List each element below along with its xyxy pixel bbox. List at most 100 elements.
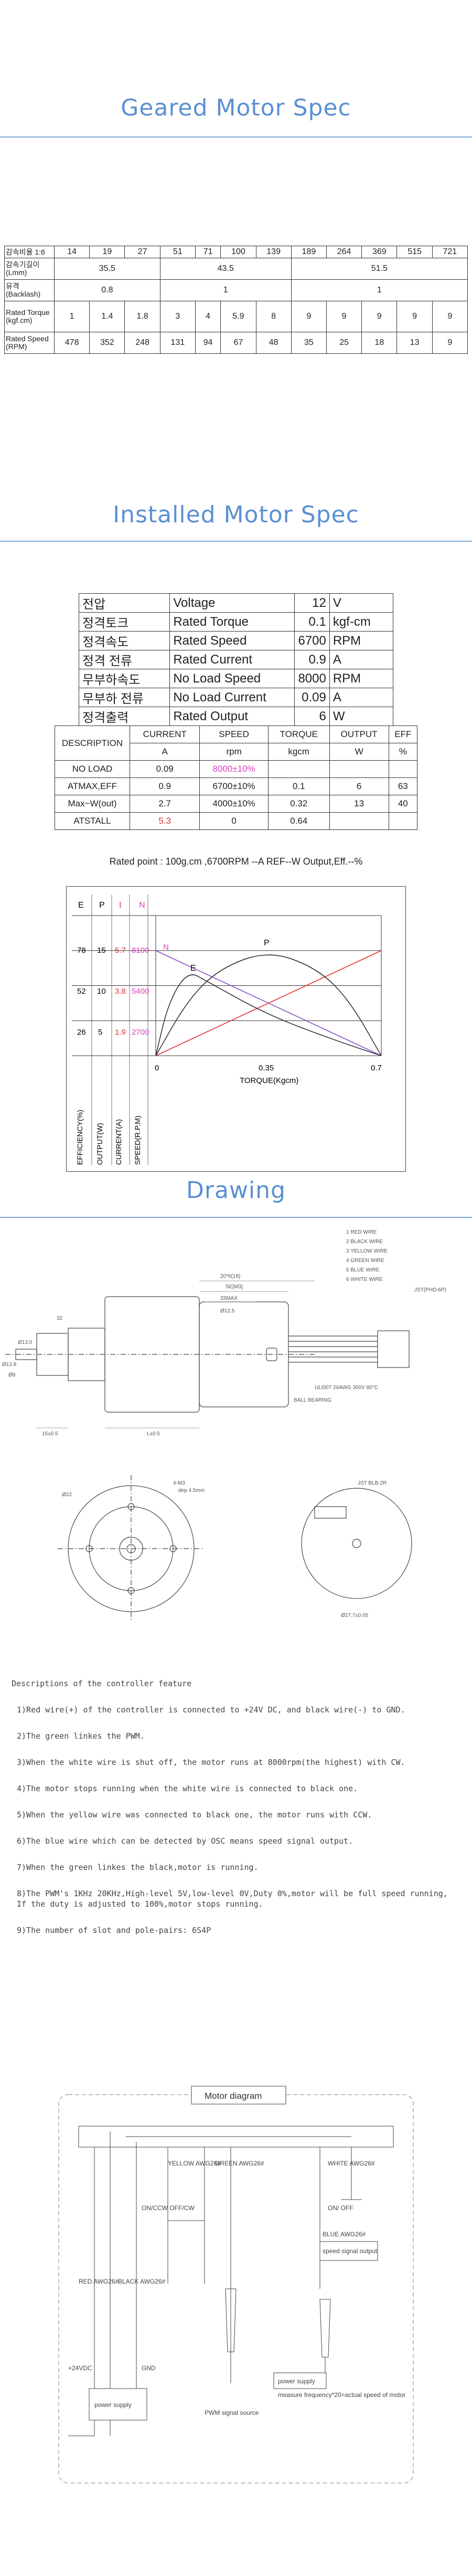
col-header: SPEED — [199, 726, 269, 743]
scale-e: 78 — [77, 946, 86, 955]
torque-cell: 9 — [326, 301, 362, 332]
torque-label: Rated Torque (kgf.cm) — [4, 301, 55, 332]
row-name: NO LOAD — [55, 760, 130, 778]
spec-unit: kgf-cm — [329, 612, 394, 632]
row-output: 13 — [329, 795, 389, 813]
row-eff: 63 — [388, 777, 418, 795]
scale-n: 5400 — [132, 987, 149, 996]
row-output: 6 — [329, 777, 389, 795]
speed-label: Rated Speed (RPM) — [4, 332, 55, 354]
scale-n: 2700 — [132, 1028, 149, 1037]
installed-rule — [0, 541, 472, 542]
geared-spec-table: 감속비율 1:6 14 19 27 51 71 100 139 189 264 … — [4, 246, 468, 354]
speed-cell: 18 — [361, 332, 398, 354]
scale-i: 3.8 — [115, 987, 126, 996]
label-onoff: ON/ OFF — [328, 2204, 353, 2212]
ratio-cell: 264 — [326, 246, 362, 258]
row-speed: 0 — [199, 812, 269, 830]
ratio-cell: 27 — [124, 246, 160, 258]
note-item: 9)The number of slot and pole-pairs: 6S4… — [17, 1926, 211, 1935]
row-speed: 6700±10% — [199, 777, 269, 795]
ratio-cell: 369 — [361, 246, 398, 258]
col-header: OUTPUT — [329, 726, 389, 743]
ratio-cell: 71 — [195, 246, 221, 258]
mechanical-drawing: 20*6(18) SE[M3] 33MAX Ø12.5 32 15±0.5 L±… — [0, 1223, 472, 1622]
spec-en: Rated Speed — [169, 631, 295, 650]
row-torque: 0.1 — [267, 777, 330, 795]
dim-label: Ø12.5 — [220, 1308, 235, 1314]
wiring-lines — [68, 2126, 394, 2436]
spec-en: No Load Current — [169, 688, 295, 707]
ratio-cell: 19 — [89, 246, 125, 258]
drawing-title: Drawing — [186, 1177, 286, 1204]
label-measure: measure frequency*20=actual speed of mot… — [278, 2391, 405, 2399]
curve-i — [155, 950, 382, 1056]
spec-en: No Load Speed — [169, 669, 295, 688]
dim-label: Ø22 — [62, 1492, 72, 1498]
row-torque: 0.64 — [267, 812, 330, 830]
spec-kr: 전압 — [78, 593, 170, 613]
rated-point-note: Rated point : 100g.cm ,6700RPM --A REF--… — [109, 856, 363, 867]
connector-label: JST(PHD-6P) — [414, 1287, 446, 1293]
speed-cell: 478 — [53, 332, 90, 354]
spec-value: 0.1 — [294, 612, 330, 632]
row-name: Max~W(out) — [55, 795, 130, 813]
scale-e: 52 — [77, 987, 86, 996]
col-header-i: I — [119, 901, 121, 910]
scale-n: 8100 — [132, 946, 149, 955]
spec-unit: RPM — [329, 669, 394, 688]
dim-label: 4-M3 — [173, 1480, 185, 1486]
x-tick: 0.35 — [259, 1064, 274, 1073]
spec-en: Voltage — [169, 593, 295, 613]
speed-cell: 48 — [255, 332, 292, 354]
spec-kr: 정격토크 — [78, 612, 170, 632]
label-white: WHITE AWG26# — [328, 2160, 375, 2167]
dim-label: 33MAX — [220, 1296, 238, 1301]
note-item: 1)Red wire(+) of the controller is conne… — [17, 1705, 405, 1715]
table-row: ATSTALL 5.3 0 0.64 — [55, 812, 418, 830]
table-row: 정격출력 Rated Output 6 W — [78, 707, 394, 726]
spec-en: Rated Output — [169, 707, 295, 726]
x-axis-label: TORQUE(Kgcm) — [240, 1076, 298, 1085]
wire-label: 5 BLUE WIRE — [346, 1267, 380, 1273]
ratio-cell: 189 — [291, 246, 327, 258]
spec-value: 0.9 — [294, 650, 330, 669]
length-cell: 43.5 — [159, 258, 292, 280]
dim-label: BALL BEARING — [294, 1397, 331, 1403]
dim-label: Ø8 — [8, 1372, 16, 1378]
x-tick: 0 — [155, 1064, 159, 1073]
torque-cell: 8 — [255, 301, 292, 332]
curve-p — [155, 954, 382, 1056]
ratio-cell: 139 — [255, 246, 292, 258]
spec-unit: V — [329, 593, 394, 613]
unit-cell: rpm — [199, 743, 269, 761]
installed-spec-table: 전압 Voltage 12 V 정격토크 Rated Torque 0.1 kg… — [78, 593, 394, 726]
mechanical-drawing-svg: 20*6(18) SE[M3] 33MAX Ø12.5 32 15±0.5 L±… — [2, 1229, 446, 1622]
dim-label: Ø13.0 — [18, 1340, 33, 1345]
spec-unit: RPM — [329, 631, 394, 650]
label-red: RED AWG26# — [79, 2278, 119, 2285]
performance-table: DESCRIPTION CURRENT SPEED TORQUE OUTPUT … — [55, 726, 418, 830]
table-row: 무부하속도 No Load Speed 8000 RPM — [78, 669, 394, 688]
ratio-cell: 515 — [396, 246, 433, 258]
col-header: EFF — [388, 726, 418, 743]
scale-p: 5 — [98, 1028, 102, 1037]
dim-label: Ø27.7±0.05 — [341, 1613, 369, 1618]
spec-unit: A — [329, 650, 394, 669]
table-row: ATMAX,EFF 0.9 6700±10% 0.1 6 63 — [55, 777, 418, 795]
label-green: GREEN AWG26# — [215, 2160, 264, 2167]
col-header-p: P — [99, 901, 105, 910]
unit-cell: % — [388, 743, 418, 761]
col-header-e: E — [78, 901, 84, 910]
y-axis-label-out: OUTPUT(W) — [95, 1123, 104, 1165]
row-eff — [388, 812, 418, 830]
note-item: 7)When the green linkes the black,motor … — [17, 1863, 259, 1872]
backlash-cell: 0.8 — [54, 279, 160, 301]
spec-unit: W — [329, 707, 394, 726]
scale-i: 5.7 — [115, 946, 126, 955]
scale-e: 26 — [77, 1028, 86, 1037]
note-item: 3)When the white wire is shut off, the m… — [17, 1758, 405, 1767]
geared-rule — [0, 136, 472, 138]
row-output — [329, 760, 389, 778]
motor-wiring-svg: Motor diagram YELLOW AWG26# GREEN AWG26#… — [58, 2086, 414, 2484]
